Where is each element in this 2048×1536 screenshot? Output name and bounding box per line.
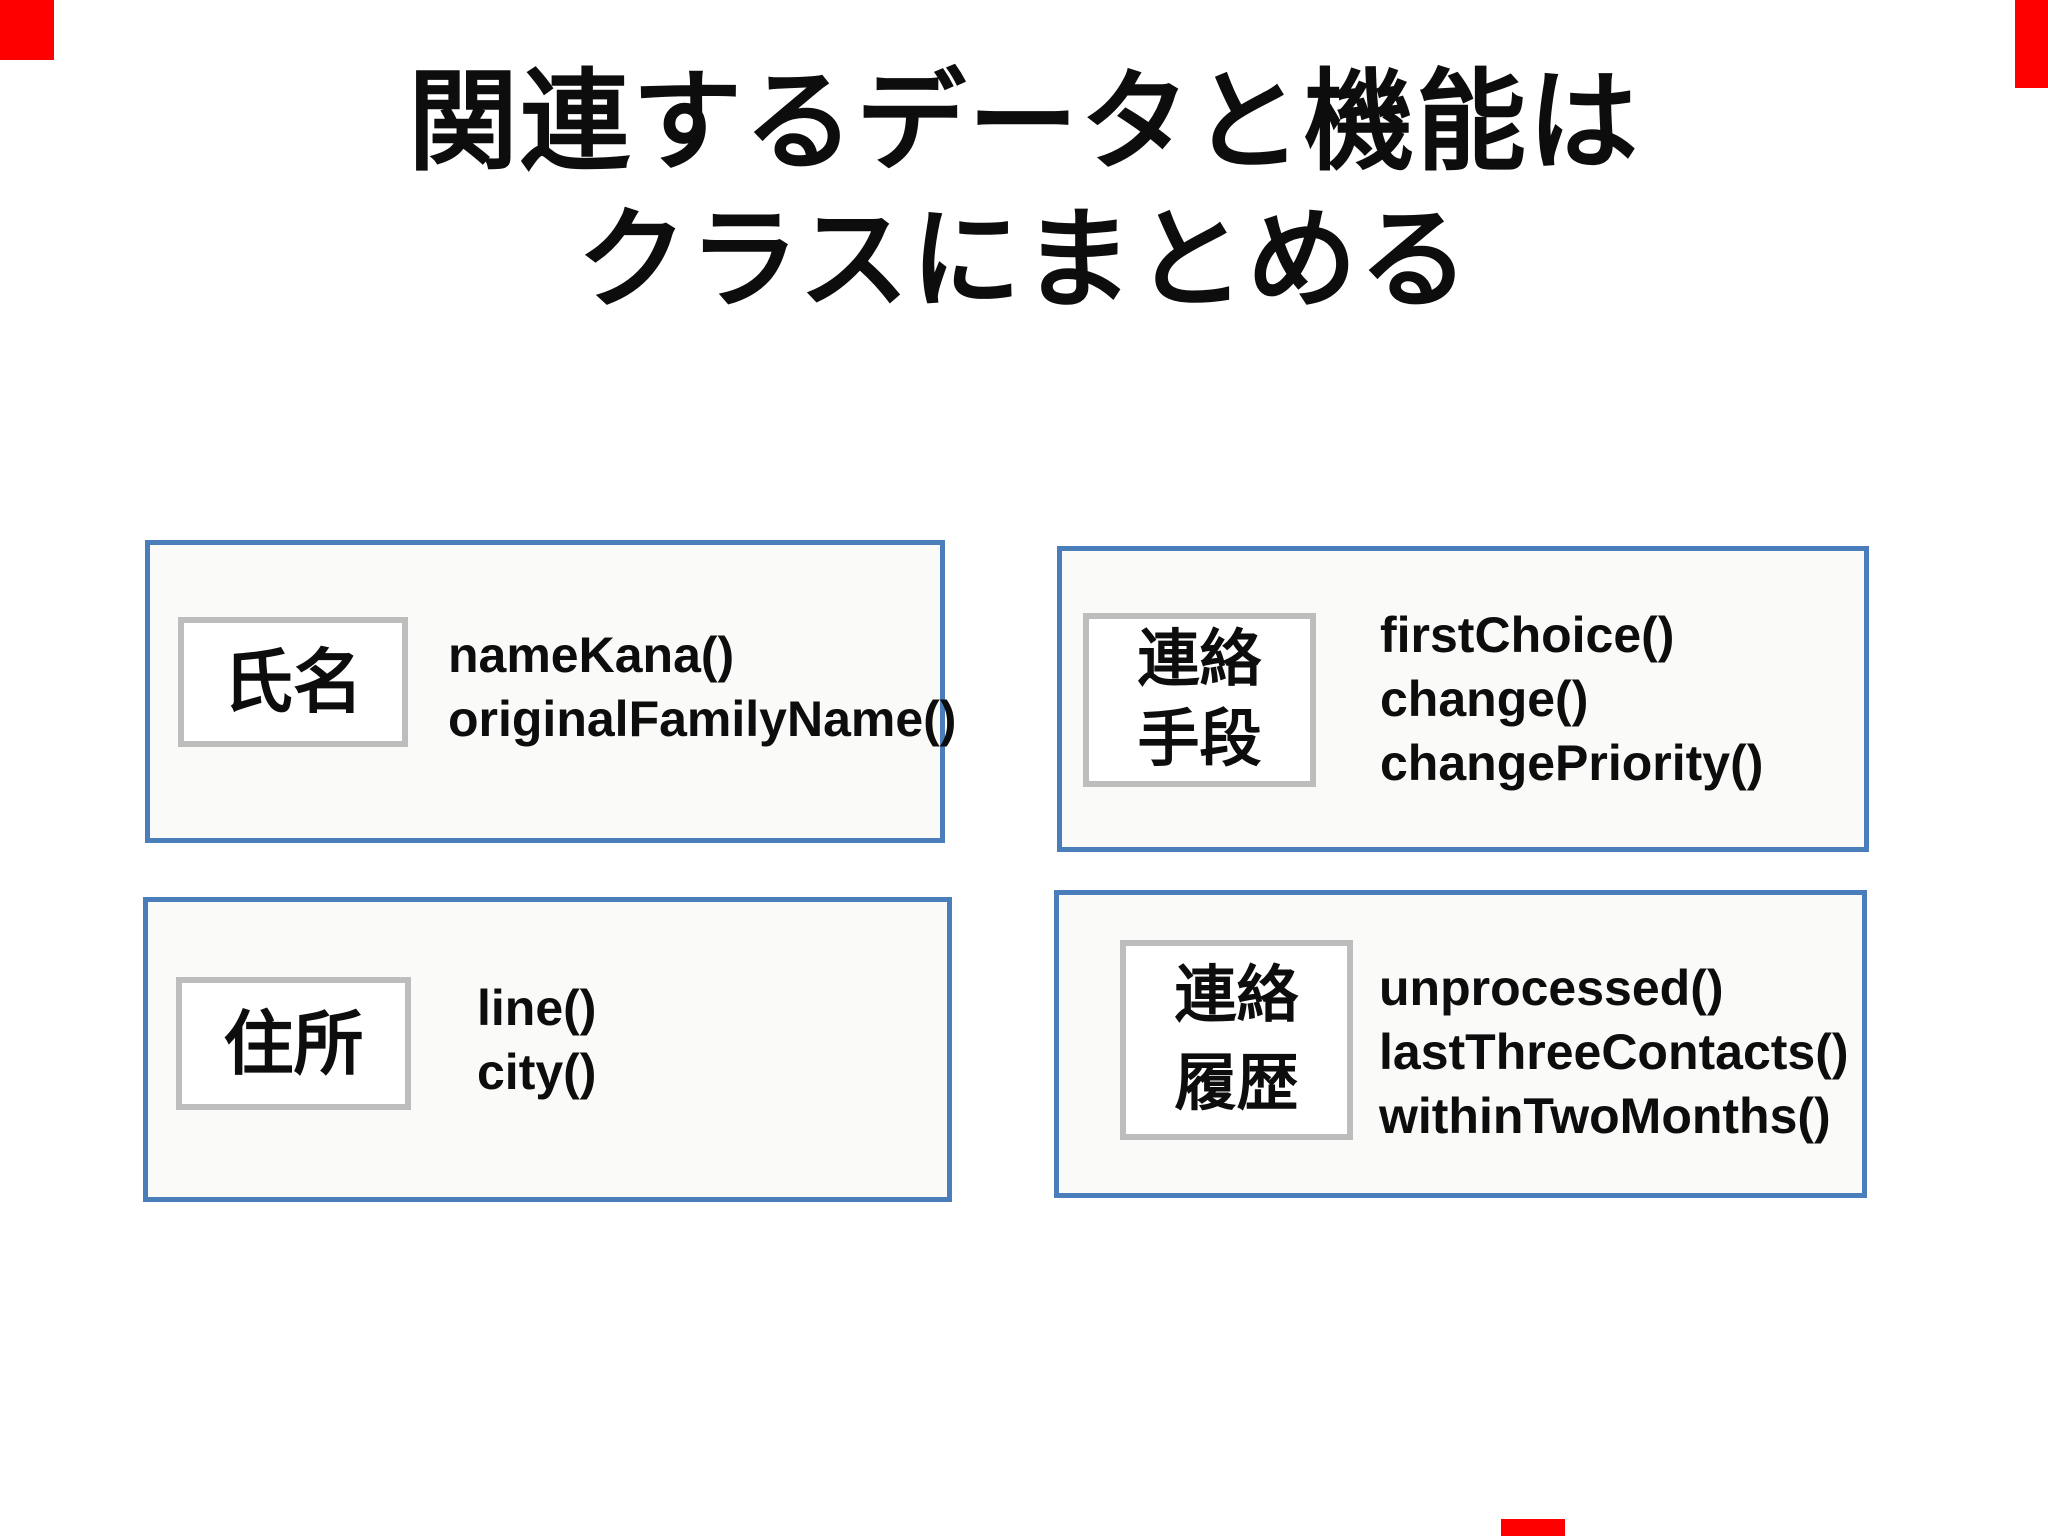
class-box-contact-history: 連絡 履歴 unprocessed() lastThreeContacts() … — [1054, 890, 1867, 1198]
red-marker-top-left — [0, 0, 54, 60]
method-item: city() — [477, 1044, 597, 1100]
title-line-2: クラスにまとめる — [577, 199, 1471, 322]
method-list: firstChoice() change() changePriority() — [1380, 603, 1763, 795]
method-item: originalFamilyName() — [448, 691, 957, 747]
method-item: firstChoice() — [1380, 607, 1675, 663]
class-name-label: 連絡 手段 — [1083, 613, 1316, 787]
method-list: line() city() — [477, 976, 596, 1104]
class-name-label: 連絡 履歴 — [1120, 940, 1353, 1140]
class-name-text: 住所 — [223, 1004, 364, 1083]
red-marker-top-right — [2015, 0, 2048, 88]
class-name-text: 手段 — [1137, 705, 1262, 774]
class-name-label: 氏名 — [178, 617, 408, 747]
class-box-contact-method: 連絡 手段 firstChoice() change() changePrior… — [1057, 546, 1869, 852]
class-name-text: 履歴 — [1174, 1049, 1299, 1118]
method-item: withinTwoMonths() — [1379, 1088, 1831, 1144]
method-item: unprocessed() — [1379, 960, 1724, 1016]
method-item: nameKana() — [448, 627, 735, 683]
method-item: change() — [1380, 671, 1589, 727]
class-box-address: 住所 line() city() — [143, 897, 952, 1202]
method-item: changePriority() — [1380, 735, 1764, 791]
method-list: nameKana() originalFamilyName() — [448, 623, 956, 751]
class-name-label: 住所 — [176, 977, 411, 1110]
method-list: unprocessed() lastThreeContacts() within… — [1379, 956, 1849, 1148]
red-marker-bottom — [1501, 1519, 1565, 1536]
method-item: line() — [477, 980, 597, 1036]
class-name-text: 連絡 — [1137, 625, 1262, 694]
class-name-text: 氏名 — [223, 643, 363, 721]
slide-title: 関連するデータと機能は クラスにまとめる — [0, 54, 2048, 330]
method-item: lastThreeContacts() — [1379, 1024, 1849, 1080]
class-box-name: 氏名 nameKana() originalFamilyName() — [145, 540, 956, 843]
class-name-text: 連絡 — [1174, 961, 1299, 1030]
title-line-1: 関連するデータと機能は — [408, 61, 1640, 184]
